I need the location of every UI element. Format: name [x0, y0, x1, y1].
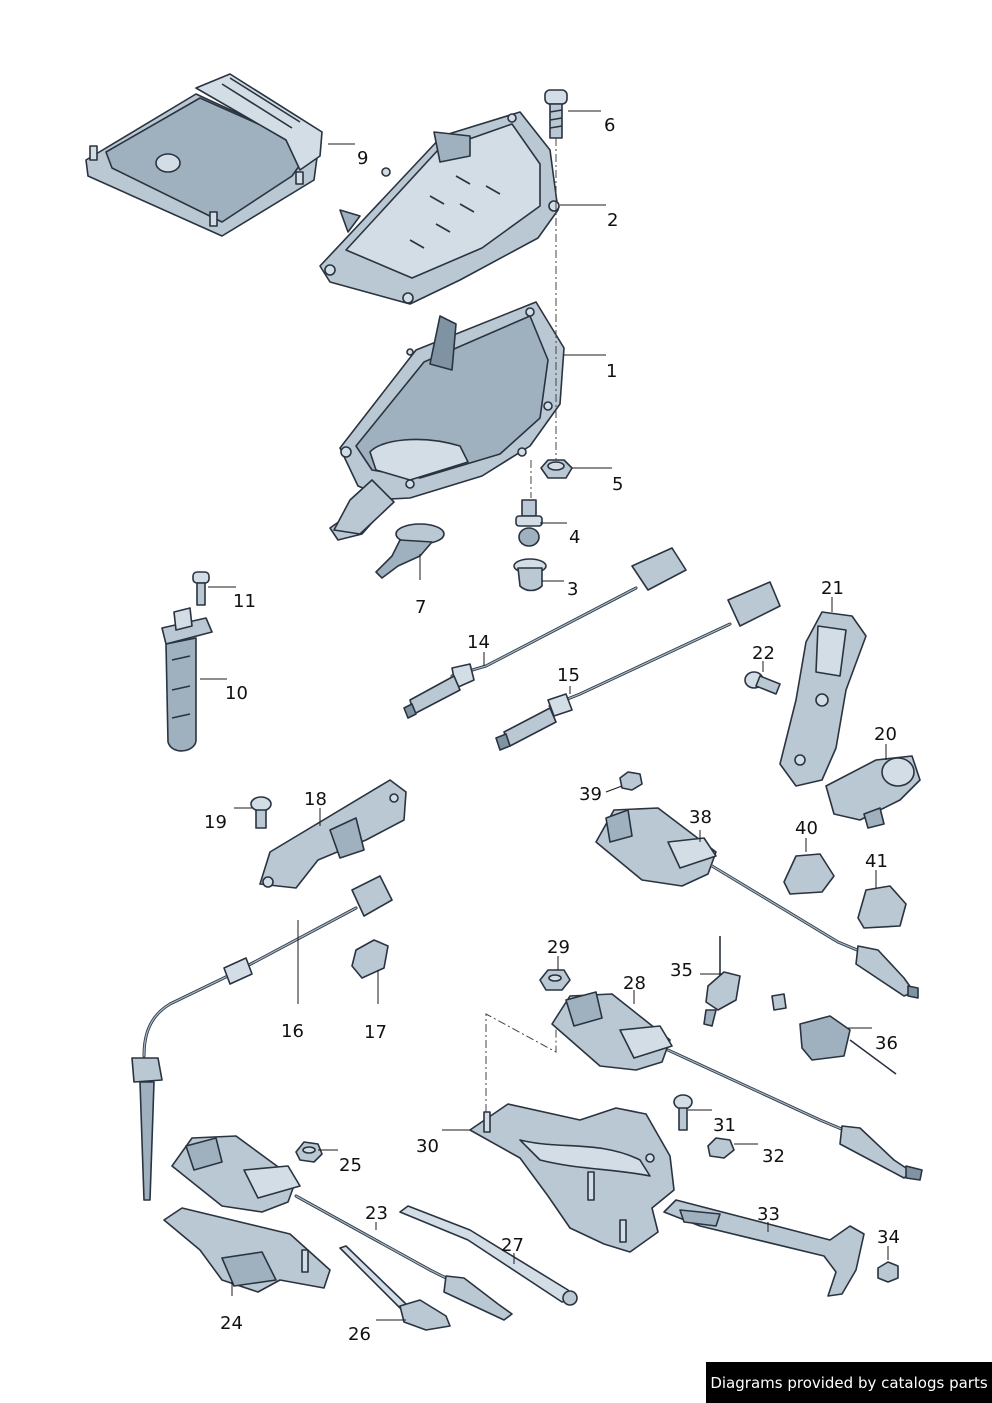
assembly-guide-line-3	[485, 1013, 557, 1112]
callout-10: 10	[225, 683, 248, 704]
part-10-sensor[interactable]	[161, 607, 213, 752]
callout-40: 40	[795, 818, 818, 839]
callout-7: 7	[415, 597, 426, 618]
callout-24: 24	[220, 1313, 243, 1334]
part-27-cable-tie[interactable]	[399, 1205, 578, 1306]
callout-33: 33	[757, 1204, 780, 1225]
callout-17: 17	[364, 1022, 387, 1043]
part-41-clip[interactable]	[857, 885, 907, 929]
callout-2: 2	[607, 210, 618, 231]
callout-34: 34	[877, 1227, 900, 1248]
part-2-housing-cover[interactable]	[319, 111, 560, 305]
callout-3: 3	[567, 579, 578, 600]
part-26-cable-holder[interactable]	[339, 1245, 451, 1331]
part-35-sensor-bracket[interactable]	[703, 936, 741, 1027]
callout-11: 11	[233, 591, 256, 612]
callout-23: 23	[365, 1203, 388, 1224]
callout-32: 32	[762, 1146, 785, 1167]
part-23-nox-sensor[interactable]	[171, 1135, 513, 1321]
callout-14: 14	[467, 632, 490, 653]
callout-22: 22	[752, 643, 775, 664]
part-20-pressure-sensor[interactable]	[825, 755, 921, 829]
part-40-clip[interactable]	[783, 853, 835, 895]
callout-25: 25	[339, 1155, 362, 1176]
part-16-temperature-sensor[interactable]	[131, 875, 393, 1201]
callout-28: 28	[623, 973, 646, 994]
part-25-nut[interactable]	[295, 1141, 323, 1163]
callout-6: 6	[604, 115, 615, 136]
callout-38: 38	[689, 807, 712, 828]
part-3-grommet[interactable]	[513, 558, 547, 592]
part-19-screw[interactable]	[250, 796, 272, 829]
part-1-housing-tray[interactable]	[329, 301, 565, 541]
callout-1: 1	[606, 361, 617, 382]
part-30-mounting-plate[interactable]	[469, 1103, 675, 1253]
callout-16: 16	[281, 1021, 304, 1042]
part-31-screw[interactable]	[673, 1094, 693, 1131]
callout-41: 41	[865, 851, 888, 872]
callout-27: 27	[501, 1235, 524, 1256]
part-6-screw[interactable]	[544, 89, 568, 139]
part-17-clip[interactable]	[351, 939, 389, 979]
part-32-nut[interactable]	[707, 1137, 735, 1159]
callout-20: 20	[874, 724, 897, 745]
part-33-bracket[interactable]	[663, 1199, 865, 1297]
part-18-bracket[interactable]	[259, 779, 407, 889]
callout-21: 21	[821, 578, 844, 599]
part-5-nut[interactable]	[540, 459, 573, 479]
callout-19: 19	[204, 812, 227, 833]
callout-29: 29	[547, 937, 570, 958]
callout-31: 31	[713, 1115, 736, 1136]
part-21-bracket[interactable]	[779, 611, 867, 787]
part-28-nox-sensor[interactable]	[551, 991, 923, 1181]
callout-4: 4	[569, 527, 580, 548]
part-14-oxygen-sensor[interactable]	[403, 547, 687, 719]
part-34-nut[interactable]	[877, 1261, 899, 1283]
callout-36: 36	[875, 1033, 898, 1054]
leader-lines	[200, 110, 889, 1321]
callout-9: 9	[357, 148, 368, 169]
part-9-control-unit[interactable]	[85, 73, 323, 237]
callout-35: 35	[670, 960, 693, 981]
catalog-credit-banner: Diagrams provided by catalogs parts	[706, 1362, 992, 1403]
part-36-connector[interactable]	[771, 993, 897, 1075]
callout-18: 18	[304, 789, 327, 810]
part-29-nut[interactable]	[539, 969, 571, 991]
part-24-bracket[interactable]	[163, 1207, 331, 1293]
callout-30: 30	[416, 1136, 439, 1157]
callout-labels: 1 2 3 4 5 6 7 9 10 11 14 15 16 17 18 19 …	[204, 115, 900, 1345]
part-11-screw[interactable]	[192, 571, 210, 606]
part-39-nut[interactable]	[619, 771, 643, 791]
part-38-nox-sensor[interactable]	[595, 807, 919, 999]
part-15-oxygen-sensor[interactable]	[495, 581, 781, 751]
part-4-bolt[interactable]	[515, 499, 543, 547]
callout-39: 39	[579, 784, 602, 805]
callout-15: 15	[557, 665, 580, 686]
callout-5: 5	[612, 474, 623, 495]
part-7-drain-hose[interactable]	[375, 523, 445, 579]
callout-26: 26	[348, 1324, 371, 1345]
part-22-screw[interactable]	[744, 671, 781, 695]
